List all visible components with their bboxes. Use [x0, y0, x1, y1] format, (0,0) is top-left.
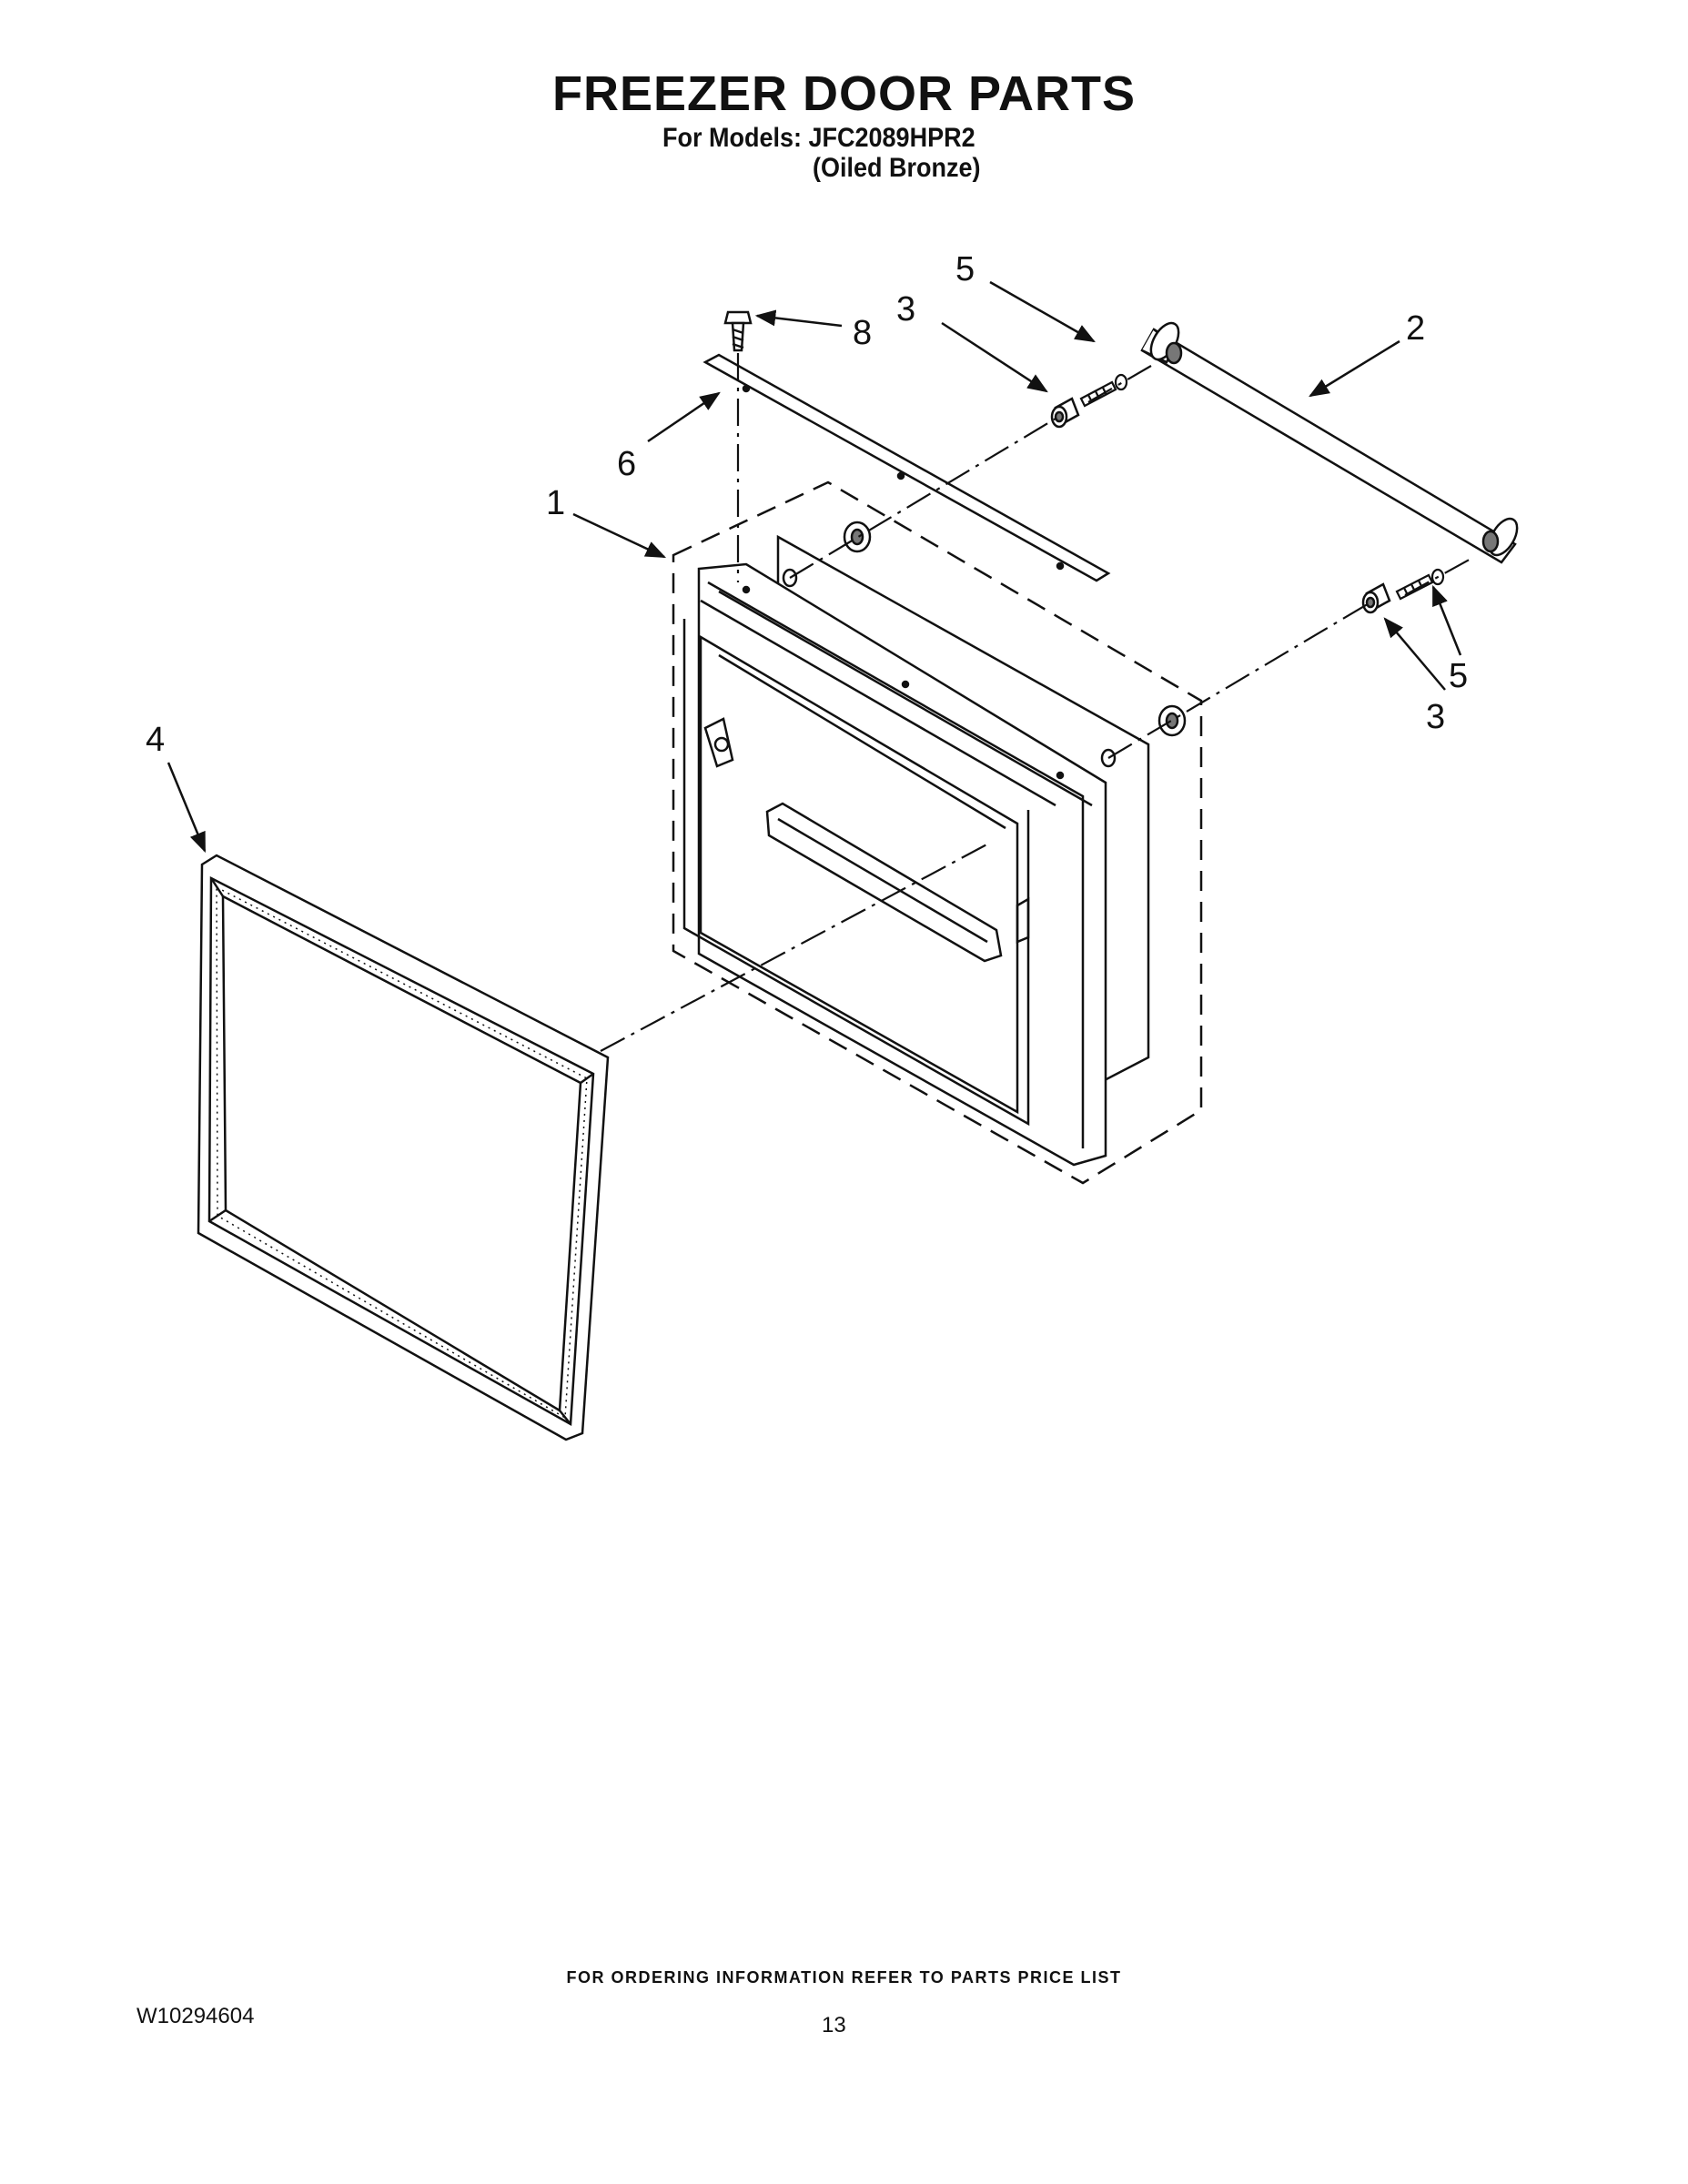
callout-2: 2	[1406, 309, 1425, 348]
spacer-upper	[1050, 397, 1080, 429]
leader-3b	[1383, 617, 1446, 691]
screw	[723, 310, 753, 352]
leader-6	[647, 391, 721, 443]
leader-3a	[941, 321, 1048, 393]
callout-4: 4	[146, 721, 165, 759]
finish-line: (Oiled Bronze)	[813, 153, 981, 183]
callout-3b: 3	[1426, 698, 1445, 736]
callout-6: 6	[617, 445, 636, 483]
leader-1	[572, 512, 667, 559]
callout-5b: 5	[1449, 657, 1468, 695]
trim-strip	[702, 353, 1111, 582]
freezer-door-liner	[682, 562, 1107, 1167]
leader-5b	[1431, 584, 1462, 656]
leader-8	[754, 309, 843, 328]
document-number: W10294604	[136, 2004, 255, 2028]
handle-screw-upper	[1079, 373, 1128, 408]
leader-lines	[167, 280, 1462, 854]
door-gasket	[197, 854, 610, 1441]
spacer-lower	[1361, 582, 1391, 614]
bushing-mounted-lower	[1157, 704, 1187, 737]
models-line: For Models: JFC2089HPR2	[662, 123, 975, 153]
page-number: 13	[822, 2013, 846, 2037]
bushing-mounted-upper	[843, 521, 872, 553]
door-assembly-dashed-outline	[672, 480, 1203, 1185]
page-title: FREEZER DOOR PARTS	[551, 66, 1137, 121]
leader-4	[167, 762, 207, 854]
ordering-note: FOR ORDERING INFORMATION REFER TO PARTS …	[566, 1968, 1122, 1987]
callout-3a: 3	[896, 290, 915, 329]
callout-8: 8	[853, 314, 872, 352]
construction-lines	[600, 353, 1475, 1052]
panel-hole-upper	[782, 568, 798, 588]
callout-1: 1	[546, 484, 565, 522]
leader-5a	[989, 280, 1096, 343]
callout-5a: 5	[955, 250, 975, 288]
panel-hole-lower	[1100, 748, 1117, 768]
leader-2	[1309, 339, 1400, 398]
door-handle	[1140, 321, 1519, 564]
